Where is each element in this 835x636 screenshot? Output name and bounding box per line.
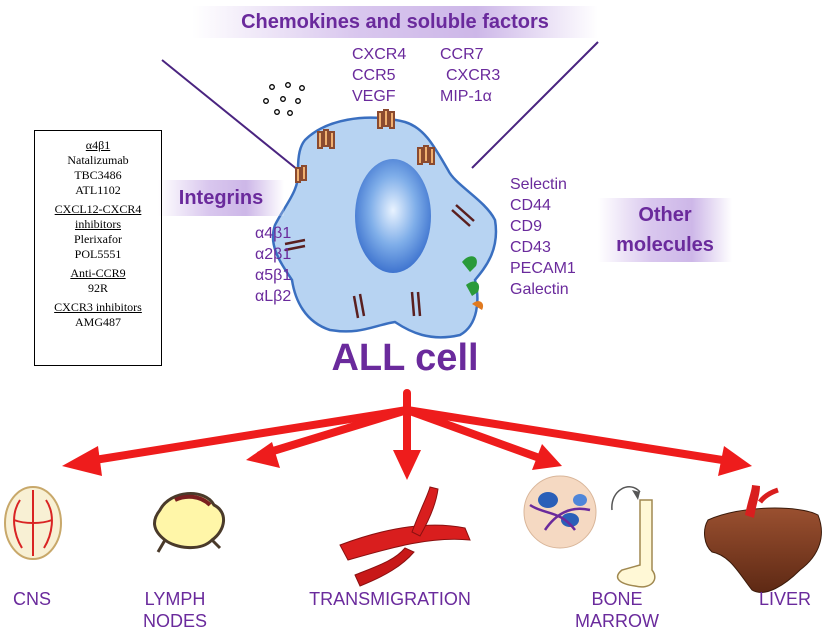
integrin-receptor-icon — [284, 204, 475, 319]
drug-item: Natalizumab — [67, 153, 129, 167]
destination-lymph-line1: LYMPH — [144, 589, 206, 609]
chemokine-connector-left — [161, 59, 299, 171]
chemokine-item: CXCR3 — [446, 67, 501, 84]
liver-illustration — [704, 485, 822, 593]
integrins-header: Integrins — [158, 180, 284, 216]
brain-illustration — [4, 486, 62, 560]
chemokine-receptor-icon — [295, 165, 307, 183]
chemokine-list-col2: CCR7 CXCR3 MIP-1α — [440, 44, 500, 107]
chemokine-item: CCR5 — [352, 67, 396, 84]
lymph-node-illustration — [153, 492, 225, 553]
other-molecule-list: Selectin CD44 CD9 CD43 PECAM1 Galectin — [510, 174, 576, 300]
other-molecules-header-line1: Other — [638, 204, 692, 226]
integrin-item: α2β1 — [255, 246, 292, 263]
drug-group-heading: CXCL12-CXCR4 inhibitors — [54, 202, 142, 231]
chemokine-item: VEGF — [352, 88, 396, 105]
drug-group: α4β1 Natalizumab TBC3486 ATL1102 — [35, 138, 161, 198]
other-molecules-header: Other molecules — [598, 198, 732, 262]
all-cell-label: ALL cell — [331, 337, 479, 379]
drug-group-heading: CXCR3 inhibitors — [54, 300, 142, 314]
destination-lymph-nodes-label: LYMPH NODES — [125, 588, 225, 632]
drug-item: POL5551 — [74, 247, 122, 261]
integrin-item: αLβ2 — [255, 288, 292, 305]
destination-bone-marrow-label: BONE MARROW — [562, 588, 672, 632]
blood-vessel-illustration — [339, 486, 471, 587]
drug-item: 92R — [87, 281, 108, 295]
integrin-item: α5β1 — [255, 267, 292, 284]
other-molecule-item: CD44 — [510, 197, 551, 214]
chemokine-item: CXCR4 — [352, 46, 407, 63]
other-molecule-item: CD43 — [510, 239, 551, 256]
other-molecule-item: CD9 — [510, 218, 543, 235]
chemokine-list-col1: CXCR4 CCR5 VEGF — [352, 44, 406, 107]
dissemination-arrows — [78, 389, 739, 466]
chemokine-item: MIP-1α — [440, 88, 492, 105]
destination-transmigration-label: TRANSMIGRATION — [309, 589, 471, 609]
adhesion-molecule-icon — [462, 256, 484, 310]
integrin-list: α4β1 α2β1 α5β1 αLβ2 — [255, 223, 291, 307]
drug-group-heading: α4β1 — [85, 138, 111, 152]
drug-item: TBC3486 — [74, 168, 122, 182]
drug-item: Plerixafor — [74, 232, 122, 246]
other-molecule-item: Galectin — [510, 281, 569, 298]
chemokine-receptor-icon — [317, 129, 335, 149]
chemokine-item: CCR7 — [440, 46, 484, 63]
chemokine-receptor-icon — [377, 109, 395, 129]
chemokines-header: Chemokines and soluble factors — [192, 6, 598, 38]
other-molecule-item: Selectin — [510, 176, 567, 193]
destination-bone-line1: BONE — [591, 589, 643, 609]
cell-nucleus — [355, 159, 431, 273]
arrow-heads — [62, 442, 752, 480]
destination-lymph-line2: NODES — [142, 611, 207, 631]
drug-group: CXCL12-CXCR4 inhibitors Plerixafor POL55… — [35, 202, 161, 262]
drug-group: Anti-CCR9 92R — [35, 266, 161, 296]
inhibitor-drug-box: α4β1 Natalizumab TBC3486 ATL1102 CXCL12-… — [34, 130, 162, 366]
bone-marrow-illustration — [523, 475, 656, 588]
chemokine-connector-right — [471, 41, 599, 169]
soluble-factor-dots — [263, 82, 305, 116]
drug-item: AMG487 — [74, 315, 121, 329]
other-molecule-item: PECAM1 — [510, 260, 576, 277]
destination-liver-label: LIVER — [758, 589, 812, 609]
destination-bone-line2: MARROW — [575, 611, 659, 631]
integrin-item: α4β1 — [255, 225, 292, 242]
drug-item: ATL1102 — [75, 183, 121, 197]
chemokine-receptor-icon — [417, 145, 435, 165]
drug-group: CXCR3 inhibitors AMG487 — [35, 300, 161, 330]
other-molecules-header-line2: molecules — [616, 234, 714, 256]
destination-cns-label: CNS — [12, 589, 51, 609]
drug-group-heading: Anti-CCR9 — [70, 266, 126, 280]
